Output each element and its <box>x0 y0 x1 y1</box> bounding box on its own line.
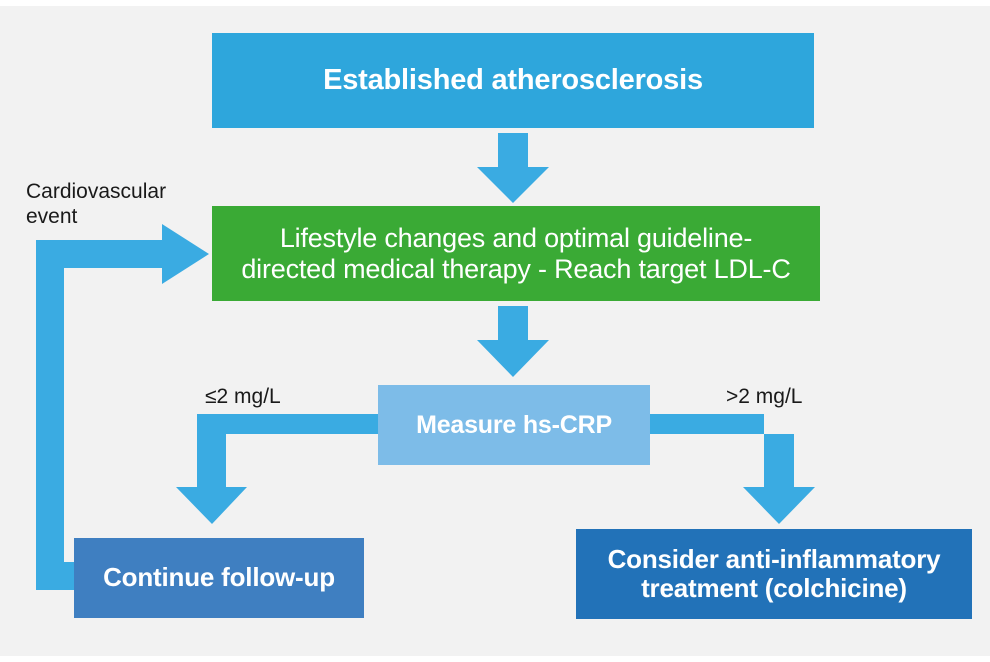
node-antiinflammatory-line-1: Consider anti-inflammatory <box>607 543 941 574</box>
node-lifestyle-line-2: directed medical therapy - Reach target … <box>241 253 791 284</box>
arrow-followup-feedback-to-lifestyle <box>36 224 209 590</box>
edge-label-hscrp-high: >2 mg/L <box>726 385 803 408</box>
node-antiinflammatory-line-2: treatment (colchicine) <box>641 573 907 603</box>
node-lifestyle-line-1: Lifestyle changes and optimal guideline- <box>279 223 753 254</box>
canvas-bottom-margin <box>0 656 990 662</box>
node-continue-follow-up[interactable]: Continue follow-up <box>74 538 364 618</box>
arrow-lifestyle-to-hscrp <box>477 306 549 377</box>
node-antiinflammatory-text: Consider anti-inflammatory treatment (co… <box>607 543 941 603</box>
arrow-hscrp-to-antiinflammatory <box>650 414 815 524</box>
edge-label-cardiovascular-event: Cardiovascular event <box>26 180 167 228</box>
node-lifestyle-and-gdmt[interactable]: Lifestyle changes and optimal guideline-… <box>212 206 820 301</box>
node-consider-anti-inflammatory-treatment[interactable]: Consider anti-inflammatory treatment (co… <box>576 529 972 619</box>
node-measure-hs-crp[interactable]: Measure hs-CRP <box>378 385 650 465</box>
arrow-established-to-lifestyle <box>477 133 549 203</box>
node-lifestyle-text: Lifestyle changes and optimal guideline-… <box>241 223 790 283</box>
node-established-atherosclerosis[interactable]: Established atherosclerosis <box>212 33 814 128</box>
canvas-top-margin <box>0 0 990 6</box>
edge-label-hscrp-low: ≤2 mg/L <box>205 385 281 408</box>
arrow-hscrp-to-followup <box>176 414 378 524</box>
